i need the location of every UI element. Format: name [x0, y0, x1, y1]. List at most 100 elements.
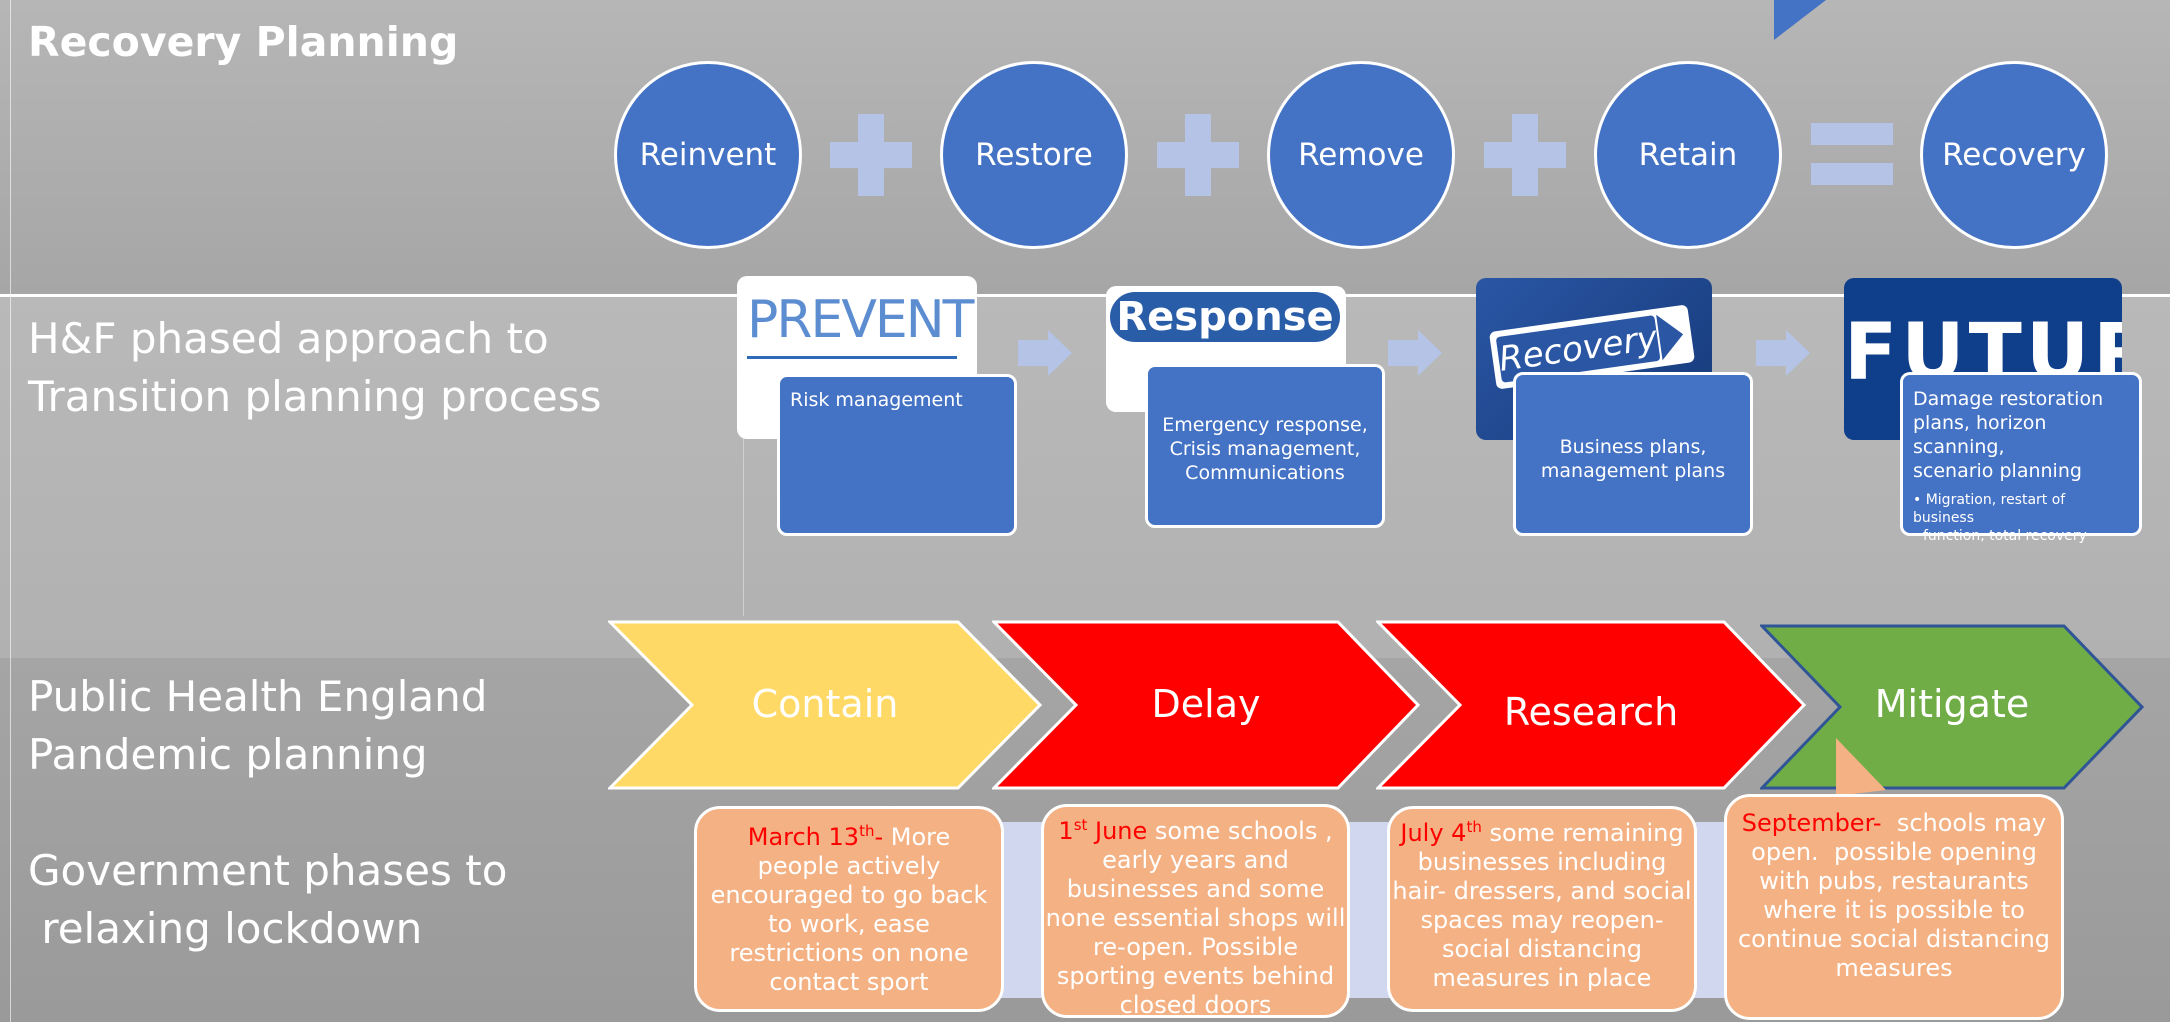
march-line1: More [890, 823, 951, 851]
phase-research: Research [1376, 620, 1806, 790]
delay-label: Delay [1151, 682, 1261, 726]
march-line5: restrictions on none [729, 939, 969, 967]
card-guide-line [743, 420, 744, 616]
plus-icon-3-v [1512, 114, 1538, 196]
transition-heading-line2: Transition planning process [28, 372, 602, 421]
july-line3: hair- dressers, and social [1392, 877, 1692, 905]
retain-circle: Retain [1594, 61, 1782, 249]
damage-box-line1: Damage restoration [1913, 388, 2104, 410]
september-line0: September- schools may [1727, 809, 2061, 838]
september-line4: where it is possible to [1763, 896, 2025, 924]
contain-label: Contain [751, 682, 899, 726]
reinvent-circle: Reinvent [614, 61, 802, 249]
emergency-box-line1: Emergency response, [1162, 414, 1368, 436]
june-line2: early years and [1102, 846, 1289, 874]
prevention-image-text: PREVENTION [747, 290, 977, 350]
transition-band [0, 296, 2170, 658]
gov-phase-march: March 13th- More people actively encoura… [694, 806, 1004, 1012]
july-line4: spaces may reopen- [1420, 906, 1664, 934]
september-line2: open. possible opening [1751, 838, 2037, 866]
emergency-response-box: Emergency response, Crisis management, C… [1145, 364, 1385, 528]
damage-box-line3: scenario planning [1913, 460, 2082, 482]
prevention-underline [747, 356, 957, 359]
arrow-icon-1 [1018, 330, 1072, 376]
plus-icon-2-v [1185, 114, 1211, 196]
damage-restoration-box: Damage restoration plans, horizon scanni… [1900, 372, 2142, 544]
gov-phase-july: July 4th some remaining businesses inclu… [1387, 806, 1697, 1012]
june-month: June [1087, 817, 1148, 845]
gov-phase-june: 1st June some schools , early years and … [1041, 804, 1350, 1019]
july-line1: some remaining [1481, 819, 1684, 847]
emergency-box-line2: Crisis management, [1169, 438, 1361, 460]
june-line3: businesses and some [1066, 875, 1325, 903]
corner-triangle-shape [1774, 0, 1826, 40]
risk-management-box: Risk management [777, 374, 1017, 536]
july-sup: th [1466, 818, 1482, 836]
damage-bullet-line1: • Migration, restart of business [1913, 492, 2066, 526]
recovery-arrow-icon [1656, 311, 1687, 361]
phe-heading-line1: Public Health England [28, 672, 488, 721]
phe-heading: Public Health England Pandemic planning [28, 668, 487, 784]
arrow-icon-3 [1756, 330, 1810, 376]
phe-heading-line2: Pandemic planning [28, 730, 428, 779]
phase-delay: Delay [992, 620, 1420, 790]
equals-icon-bottom [1811, 163, 1893, 185]
march-sup: th [859, 822, 875, 840]
gov-phase-september: September- schools may open. possible op… [1724, 794, 2064, 1020]
september-line1: schools may [1881, 809, 2047, 837]
september-dash: - [1872, 809, 1882, 837]
phase-contain: Contain [608, 620, 1042, 790]
gov-heading: Government phases to relaxing lockdown [28, 842, 507, 958]
risk-management-text: Risk management [790, 389, 963, 411]
callout-pointer-shape [1836, 738, 1886, 796]
band-divider [0, 294, 2170, 297]
gov-heading-line1: Government phases to [28, 846, 508, 895]
remove-circle: Remove [1267, 61, 1455, 249]
june-num: 1 [1058, 817, 1074, 845]
plus-icon-1-v [858, 114, 884, 196]
march-line6: contact sport [769, 968, 929, 996]
march-dash: - [874, 823, 891, 851]
june-line0: 1st June some schools , [1044, 811, 1347, 846]
emergency-box-line3: Communications [1185, 462, 1345, 484]
research-label: Research [1503, 690, 1679, 734]
september-date: September [1741, 809, 1873, 837]
march-line2: people actively [757, 852, 941, 880]
june-line7: closed doors [1119, 991, 1272, 1019]
mitigate-chevron-shape [1760, 624, 2144, 790]
july-line6: measures in place [1432, 964, 1652, 992]
september-line5: continue social distancing [1737, 925, 2051, 953]
july-line2: businesses including [1417, 848, 1667, 876]
business-plans-box: Business plans, management plans [1513, 372, 1753, 536]
phase-mitigate: Mitigate [1760, 624, 2144, 794]
research-chevron-shape [1376, 620, 1806, 790]
contain-chevron-shape [608, 620, 1042, 790]
march-line0: March 13th- More [697, 817, 1001, 852]
page-title: Recovery Planning [28, 18, 459, 66]
equals-icon-top [1811, 123, 1893, 145]
delay-chevron-shape [992, 620, 1420, 790]
damage-box-line2: plans, horizon scanning, [1913, 412, 2047, 458]
damage-box-bullets: • Migration, restart of business functio… [1913, 491, 2129, 545]
june-line5: re-open. Possible [1092, 933, 1298, 961]
july-date: July 4 [1400, 819, 1467, 847]
july-line5: social distancing [1441, 935, 1643, 963]
response-image-text: Response [1110, 292, 1340, 342]
business-box-line1: Business plans, [1559, 436, 1707, 458]
restore-circle: Restore [940, 61, 1128, 249]
gov-heading-line2: relaxing lockdown [28, 904, 423, 953]
recovery-circle: Recovery [1920, 61, 2108, 249]
transition-heading-line1: H&F phased approach to [28, 314, 549, 363]
business-box-line2: management plans [1540, 460, 1726, 482]
june-line1: some schools , [1147, 817, 1333, 845]
september-line6: measures [1835, 954, 1953, 982]
mitigate-label: Mitigate [1874, 682, 2030, 726]
left-edge-line [10, 0, 11, 1022]
march-date: March 13 [747, 823, 860, 851]
june-line4: none essential shops will [1045, 904, 1346, 932]
june-line6: sporting events behind [1056, 962, 1335, 990]
september-line3: with pubs, restaurants [1759, 867, 2029, 895]
march-line3: encouraged to go back [710, 881, 988, 909]
damage-bullet-line2: function, total recovery [1923, 528, 2087, 544]
march-line4: to work, ease [768, 910, 930, 938]
